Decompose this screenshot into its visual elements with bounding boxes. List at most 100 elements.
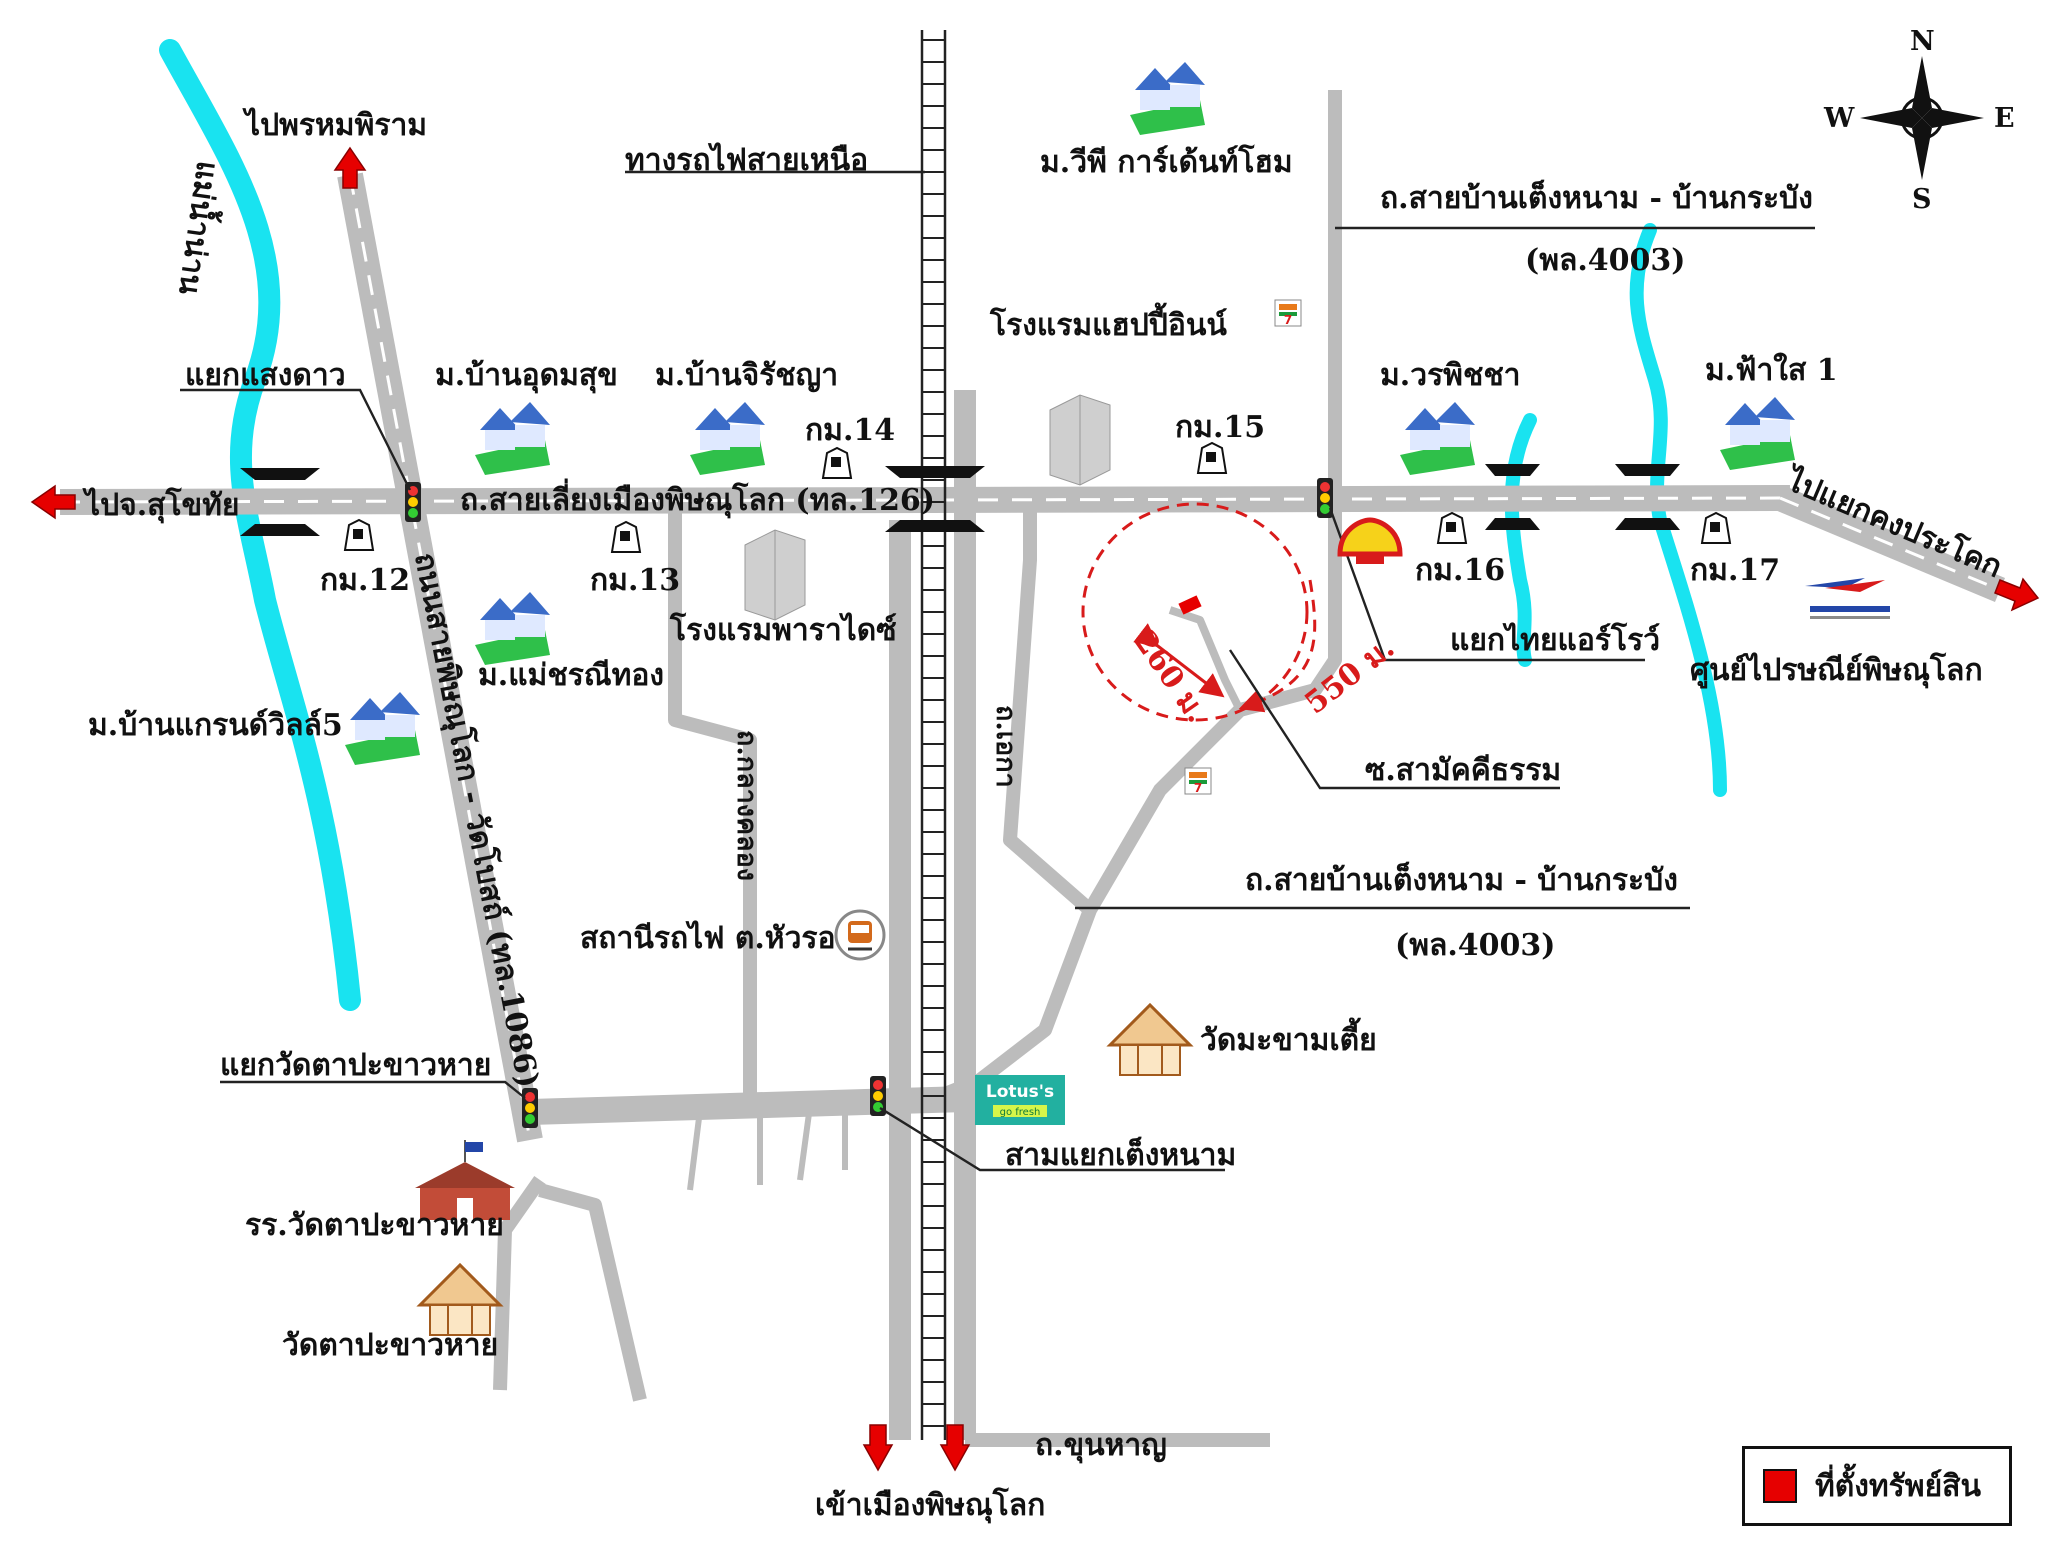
- label-mae-cha-nee: ม.แม่ชรณีทอง: [478, 658, 664, 693]
- train-station-icon: [834, 909, 886, 961]
- house-icon: [345, 692, 420, 765]
- road-pl4003: [927, 90, 1342, 1107]
- label-hua-ro-station: สถานีรถไฟ ต.หัวรอ: [580, 920, 836, 956]
- label-grand-ville: ม.บ้านแกรนด์วิลล์5: [88, 708, 343, 743]
- km-post-icon: [1196, 441, 1228, 474]
- label-khunharn: ถ.ขุนหาญ: [1035, 1428, 1167, 1464]
- shell-station-icon: [1337, 517, 1403, 564]
- compass-icon: N S E W: [1823, 26, 2015, 215]
- label-sam-yaek: สามแยกเต็งหนาม: [1005, 1136, 1236, 1173]
- legend: ที่ตั้งทรัพย์สิน: [1742, 1446, 2012, 1526]
- arrow-east-icon: [1994, 577, 2040, 612]
- legend-property-label: ที่ตั้งทรัพย์สิน: [1815, 1468, 1981, 1504]
- svg-text:7: 7: [1194, 781, 1202, 795]
- seven-eleven-icon: 7: [1274, 299, 1302, 327]
- km-post-icon: [1700, 511, 1732, 544]
- km-post-icon: [610, 520, 642, 553]
- label-samakkhi: ซ.สามัคคีธรรม: [1365, 753, 1561, 788]
- label-wat-makham-tia: วัดมะขามเตี้ย: [1200, 1017, 1377, 1058]
- bridge-railway: [885, 466, 985, 532]
- label-railway: ทางรถไฟสายเหนือ: [625, 142, 868, 178]
- post-logo-icon: [1805, 578, 1890, 619]
- bridge-km17: [1615, 464, 1680, 530]
- road-watta-a: [493, 1175, 546, 1391]
- traffic-light-sam-yaek-icon: [870, 1076, 886, 1116]
- traffic-light-thai-airways-icon: [1317, 478, 1333, 518]
- label-post-center: ศูนย์ไปรษณีย์พิษณุโลก: [1690, 651, 1983, 689]
- arrow-north-icon: [333, 146, 367, 189]
- temple-icon: [416, 1262, 504, 1336]
- label-to-sukhothai: ไปจ.สุโขทัย: [82, 486, 239, 524]
- compass-west: W: [1823, 103, 1855, 134]
- arrow-south-b-icon: [939, 1424, 971, 1472]
- direction-arrows: [30, 146, 2040, 1472]
- label-distance-260: 260 ม.: [1126, 625, 1214, 730]
- km-post-icon: [821, 446, 853, 479]
- bridge-sukhothai: [240, 468, 320, 536]
- house-icon: [690, 402, 765, 475]
- road-side-1: [687, 1109, 703, 1191]
- road-klang-khlong: [668, 510, 757, 1100]
- house-icon: [475, 592, 550, 665]
- label-wat-ta-pa: วัดตาปะขาวหาย: [282, 1328, 498, 1363]
- arrow-west-icon: [30, 484, 76, 520]
- house-icon: [1400, 402, 1475, 475]
- label-river: แม่น้ำน่าน: [171, 159, 230, 298]
- house-icon: [1720, 397, 1795, 470]
- hotel-icons: [744, 394, 1111, 621]
- bridge-km16: [1485, 464, 1540, 530]
- label-fah-sai: ม.ฟ้าใส 1: [1705, 352, 1838, 388]
- river-stream-a: [1504, 413, 1537, 667]
- label-km14: กม.14: [805, 413, 895, 448]
- lotus-sub: go fresh: [1000, 1107, 1041, 1118]
- village-icons: [345, 62, 1795, 765]
- road-ekka: [1003, 510, 1095, 916]
- km-post-icon: [1436, 511, 1468, 544]
- label-km16: กม.16: [1415, 553, 1505, 588]
- school-icon: [415, 1140, 515, 1220]
- road-tenghnam-west: [529, 1085, 1001, 1125]
- label-km13: กม.13: [590, 563, 680, 598]
- traffic-light-saeng-dao-icon: [405, 482, 421, 522]
- leader-lines: [180, 170, 1815, 1172]
- label-pl4003-bottom: ถ.สายบ้านเต็งหนาม - บ้านกระบัง: [1245, 861, 1678, 898]
- railway-ties: [922, 39, 945, 1427]
- seven-eleven-icons: 7 7: [1184, 299, 1302, 795]
- label-pl4003-top: ถ.สายบ้านเต็งหนาม - บ้านกระบัง: [1380, 179, 1813, 216]
- label-saeng-dao: แยกแสงดาว: [185, 358, 346, 393]
- temple-icons: [416, 1002, 1194, 1336]
- label-bypass-road: ถ.สายเลี่ยงเมืองพิษณุโลก (ทล.126): [460, 478, 935, 519]
- building-icon: [1049, 394, 1111, 486]
- km-post-icon: [343, 518, 375, 551]
- compass-south: S: [1912, 184, 1932, 215]
- label-km12: กม.12: [320, 563, 410, 598]
- traffic-lights: [405, 478, 1333, 1128]
- label-pl4003-top-code: (พล.4003): [1525, 243, 1686, 278]
- label-ban-jirichaya: ม.บ้านจิรัชญา: [655, 358, 838, 393]
- house-icon: [475, 402, 550, 475]
- temple-icon: [1106, 1002, 1194, 1076]
- label-vp-garden: ม.วีพี การ์เด้นท์โฮม: [1040, 143, 1293, 180]
- km-post-icons: [343, 441, 1732, 553]
- label-pl4003-bottom-code: (พล.4003): [1395, 928, 1556, 963]
- label-km17: กม.17: [1690, 553, 1780, 588]
- lotus-store-icon: Lotus's go fresh: [975, 1075, 1065, 1125]
- building-icon: [744, 529, 806, 621]
- svg-text:7: 7: [1284, 313, 1292, 327]
- distance-ring: [1081, 502, 1317, 722]
- property-marker: [1178, 595, 1202, 615]
- label-happy-inn: โรงแรมแฮปปี้อินน์: [989, 302, 1227, 343]
- legend-property-swatch: [1763, 1469, 1797, 1503]
- label-paradise: โรงแรมพาราไดซ์: [669, 611, 897, 648]
- label-worapitcha: ม.วรพิชชา: [1380, 358, 1521, 393]
- label-watta-junction: แยกวัดตาปะขาวหาย: [220, 1048, 491, 1083]
- label-school: รร.วัดตาปะขาวหาย: [245, 1208, 504, 1243]
- seven-eleven-icon: 7: [1184, 767, 1212, 795]
- label-into-city: เข้าเมืองพิษณุโลก: [815, 1486, 1045, 1524]
- house-icon: [1130, 62, 1205, 135]
- road-side-3: [797, 1105, 813, 1181]
- label-thai-airways: แยกไทยแอร์โรว์: [1450, 621, 1660, 658]
- arrow-south-a-icon: [862, 1424, 894, 1472]
